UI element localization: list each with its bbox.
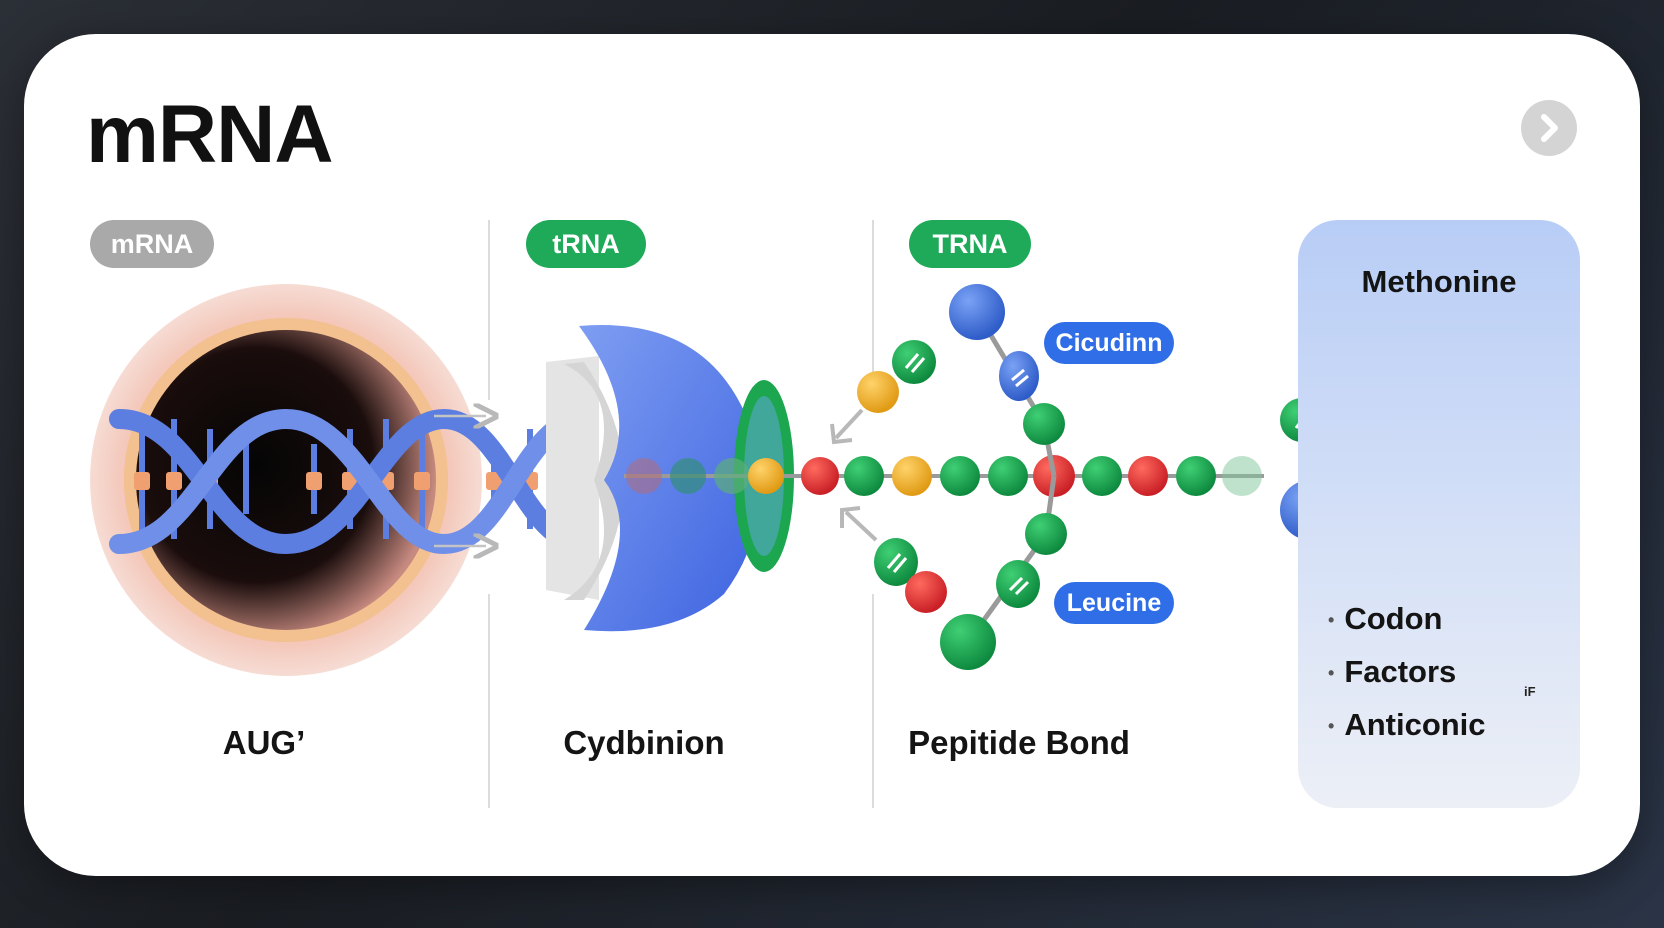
incoming-amino-acid-bottom <box>840 506 947 613</box>
list-item: • Factors <box>1328 645 1486 698</box>
membrane-pore <box>90 284 482 676</box>
tag-label: Leucine <box>1066 589 1162 617</box>
dna-helix <box>109 408 594 555</box>
flow-arrows <box>434 416 486 546</box>
info-panel: Methonine • Codon • Factors • Anticonic iF <box>1298 220 1580 808</box>
bullet-icon: • <box>1328 663 1335 684</box>
bullet-icon: • <box>1328 610 1335 631</box>
list-item: • Anticonic <box>1328 698 1486 751</box>
panel-title: Methonine <box>1361 264 1517 299</box>
stage-pill-label: mRNA <box>110 229 194 259</box>
list-item-label: Codon <box>1344 601 1443 636</box>
caption-cydbinion: Cydbinion <box>563 724 725 761</box>
branch-bottom <box>940 475 1067 670</box>
stage-pill-trna: tRNA <box>526 220 646 268</box>
stage-pill-mrna: mRNA <box>90 220 214 268</box>
bullet-icon: • <box>1328 716 1335 737</box>
list-item-label: Anticonic <box>1344 707 1486 742</box>
list-item: • Codon <box>1328 592 1486 645</box>
tag-leucine: Leucine <box>1054 582 1174 624</box>
divider-1-lower <box>488 594 490 808</box>
caption-aug: AUG’ <box>222 724 306 761</box>
footnote-mark: iF <box>1524 684 1536 699</box>
diagram-card: mRNA mRNA tRNA TRNA <box>24 34 1640 876</box>
divider-2 <box>872 220 874 400</box>
divider-2-lower <box>872 594 874 808</box>
tag-label: Cicudinn <box>1055 329 1163 357</box>
branch-top <box>949 284 1065 477</box>
stage-pill-trna-2: TRNA <box>909 220 1031 268</box>
peptide-chain <box>624 455 1264 497</box>
tag-cicudinn: Cicudinn <box>1044 322 1174 364</box>
ribosome <box>546 325 794 632</box>
stage-pill-label: tRNA <box>552 229 620 259</box>
divider-1 <box>488 220 490 400</box>
caption-peptide-bond: Pepitide Bond <box>908 724 1130 761</box>
stage-pill-label: TRNA <box>932 229 1008 259</box>
panel-list: • Codon • Factors • Anticonic <box>1328 592 1486 751</box>
next-button[interactable] <box>1521 100 1577 156</box>
list-item-label: Factors <box>1344 654 1457 689</box>
chevron-right-icon <box>1541 114 1558 142</box>
page-title: mRNA <box>86 89 334 180</box>
incoming-amino-acid-top <box>830 340 936 445</box>
